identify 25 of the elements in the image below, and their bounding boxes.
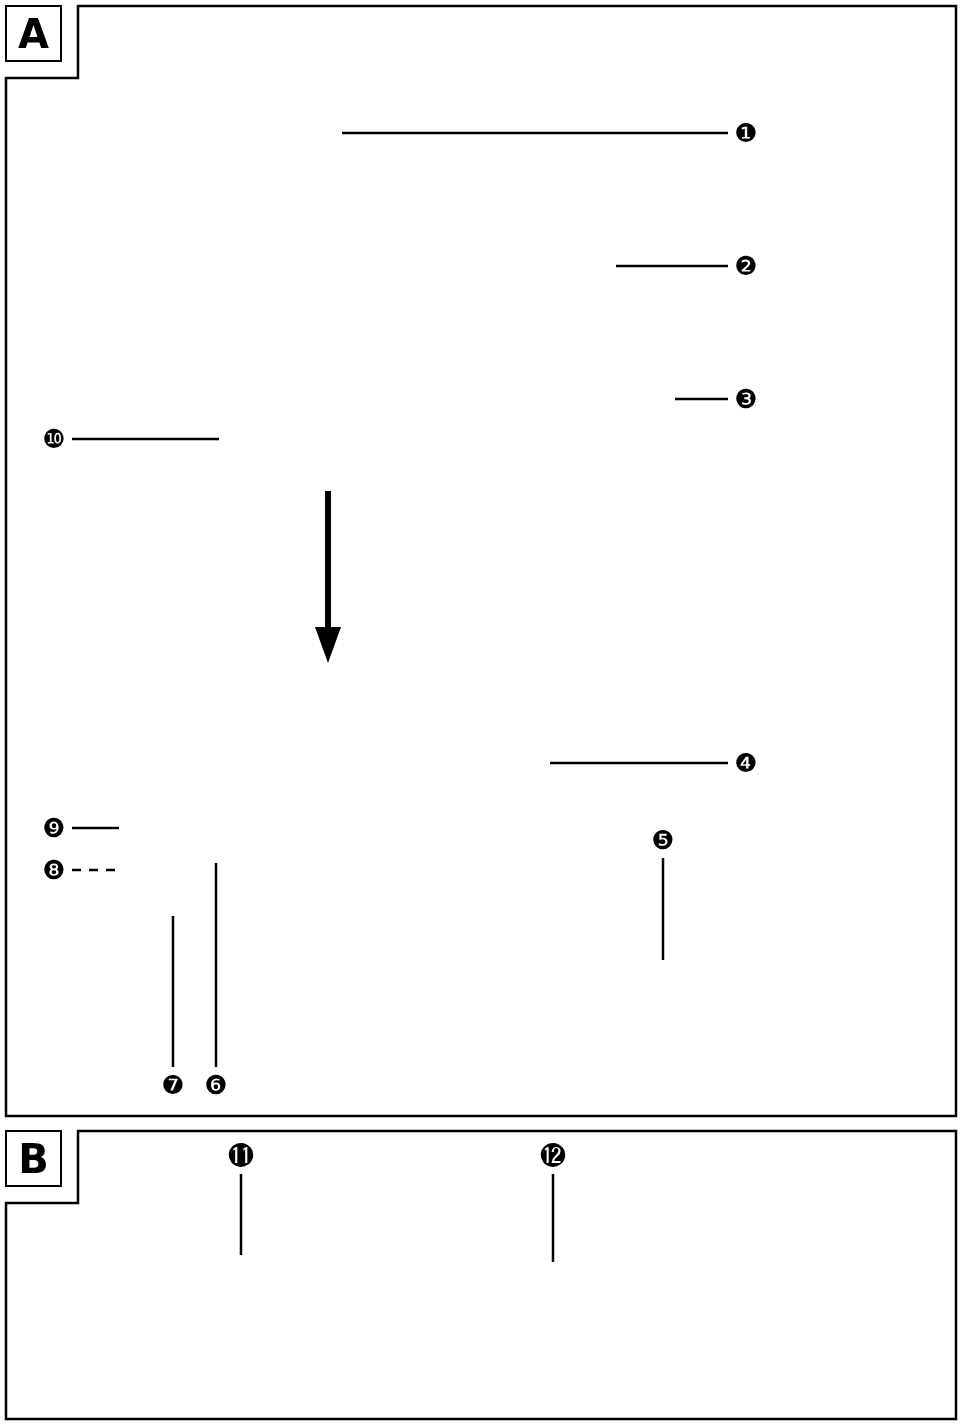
leader-line xyxy=(72,826,119,830)
callout-number: ❺ xyxy=(651,827,675,853)
callout-number: ⓫ xyxy=(228,1143,254,1169)
callout-number: ❻ xyxy=(204,1072,228,1098)
callout-number: ❼ xyxy=(161,1072,185,1098)
leader-line xyxy=(342,131,728,135)
panel-label: A xyxy=(5,5,62,62)
callout-number: ❽ xyxy=(42,857,66,883)
leader-line xyxy=(214,863,218,1067)
leader-line xyxy=(551,1174,555,1262)
leader-line xyxy=(675,397,728,401)
leader-line xyxy=(72,437,219,441)
panel-label: B xyxy=(5,1130,62,1187)
callout-number: ❸ xyxy=(734,386,758,412)
leader-line xyxy=(550,761,728,765)
callout-number: ⓬ xyxy=(540,1143,566,1169)
callout-number: ❶ xyxy=(734,120,758,146)
callout-number: ❷ xyxy=(734,253,758,279)
leader-line xyxy=(171,916,175,1067)
leader-line xyxy=(616,264,728,268)
leader-line xyxy=(239,1174,243,1255)
callout-number: ❾ xyxy=(42,815,66,841)
callout-number: ❹ xyxy=(734,750,758,776)
leader-line xyxy=(661,858,665,960)
callout-number: ❿ xyxy=(42,426,66,452)
